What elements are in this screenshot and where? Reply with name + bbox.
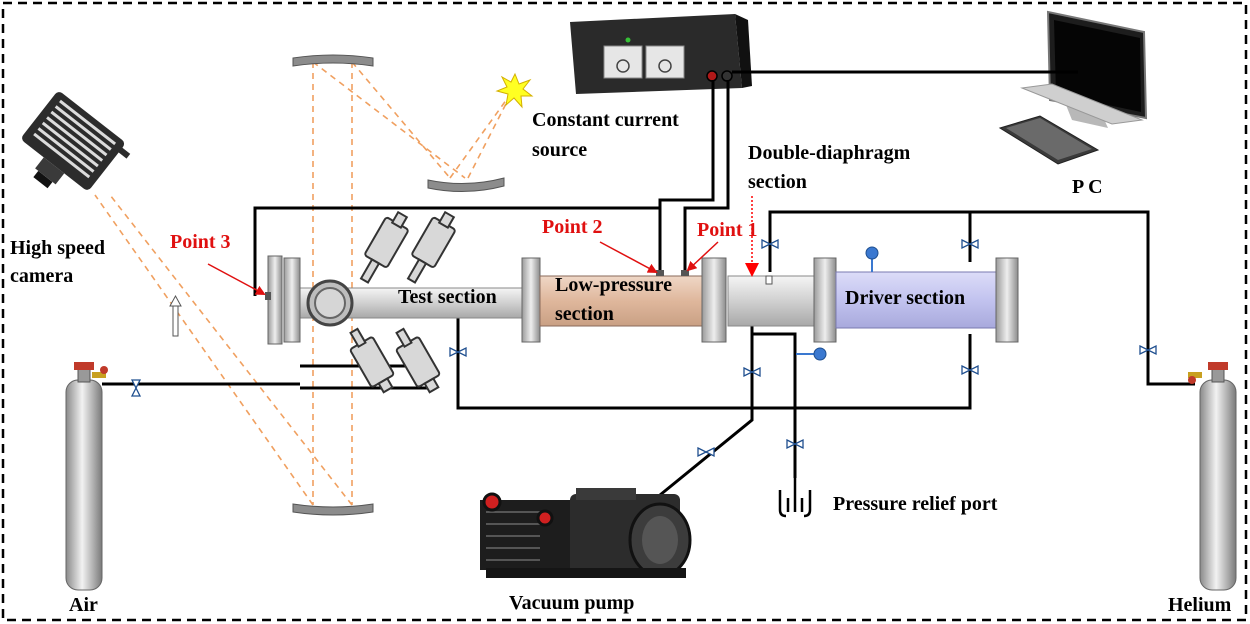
pc-label: P C [1072,176,1103,198]
top-mirror [292,54,374,67]
air-label: Air [69,594,98,616]
pressure-relief-icon [778,478,812,518]
double-diaphragm-label: Double-diaphragm [748,142,911,164]
point1-label: Point 1 [697,219,758,241]
keyboard-icon [998,115,1100,165]
low-pressure-section-label-line2: section [555,303,614,325]
pressure-relief-port-label: Pressure relief port [833,493,998,515]
pressure-gauge-icon [796,246,879,361]
bottom-mirror [292,503,374,516]
constant-current-source-label-line2: source [532,139,588,161]
electrode-assemblies [349,210,456,394]
camera-icon [22,92,131,190]
vacuum-pump-icon [480,488,692,578]
helium-label: Helium [1168,594,1232,616]
optical-path [94,61,513,506]
light-mirror [427,177,505,193]
flow-arrow-icon [169,294,182,337]
valve-icon [130,238,1157,458]
vacuum-pump-label: Vacuum pump [509,592,635,614]
driver-section-label: Driver section [845,287,966,309]
test-section-label: Test section [398,286,497,308]
low-pressure-section-label: Low-pressure [555,274,673,296]
annotation-arrows [207,241,719,295]
shock-tube [265,255,1019,345]
high-speed-camera-label-line2: camera [10,265,74,287]
point3-label: Point 3 [170,231,231,253]
constant-current-source-label: Constant current [532,109,679,131]
pc-monitor-icon [1020,10,1148,128]
air-cylinder-icon [65,362,108,591]
point2-label: Point 2 [542,216,603,238]
current-source-icon [570,14,752,94]
double-diaphragm-label-line2: section [748,171,807,193]
high-speed-camera-label: High speed [10,237,106,259]
helium-cylinder-icon [1188,362,1237,591]
spark-light-source-icon [495,72,534,109]
